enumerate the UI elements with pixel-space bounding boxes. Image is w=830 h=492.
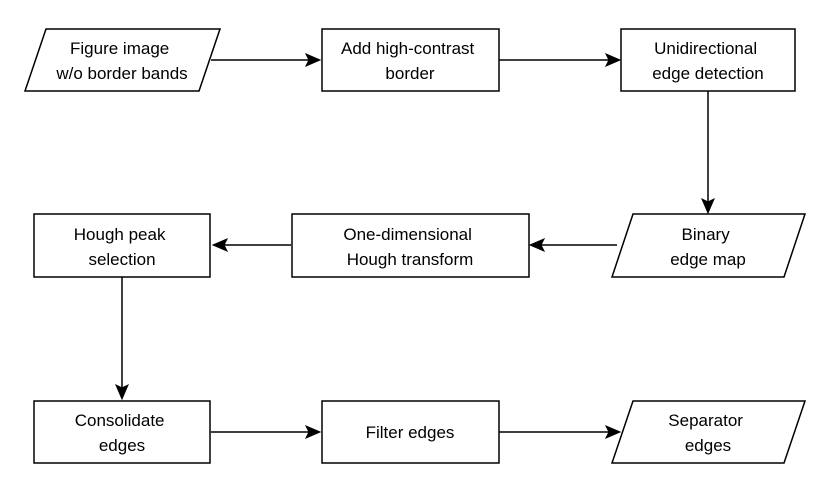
node-hough-peak: Hough peak selection [33,213,211,278]
edge-detection-to-binary-map [701,91,715,215]
edge-hough-transform-to-peak [211,238,291,252]
node-separator-edges-label: Separator edges [668,411,747,455]
node-filter-edges-label: Filter edges [366,423,455,442]
edge-border-to-detection [499,53,622,67]
node-add-border-label: Add high-contrast border [341,39,479,83]
node-filter-edges: Filter edges [321,400,500,464]
edge-consolidate-to-filter [211,425,322,439]
node-edge-detection-label: Unidirectional edge detection [652,39,764,83]
node-consolidate-edges-label: Consolidate edges [75,411,170,455]
node-edge-detection: Unidirectional edge detection [620,28,796,92]
node-figure-image: Figure image w/o border bands [23,28,222,92]
node-hough-transform: One-dimensional Hough transform [291,213,530,278]
node-binary-edge-map-label: Binary edge map [670,225,746,269]
node-consolidate-edges: Consolidate edges [33,400,211,464]
node-binary-edge-map: Binary edge map [610,213,807,278]
node-figure-image-label: Figure image w/o border bands [55,39,187,83]
edge-binary-map-to-hough-transform [528,238,617,252]
node-hough-transform-label: One-dimensional Hough transform [343,225,476,269]
node-add-border: Add high-contrast border [321,28,500,92]
node-separator-edges: Separator edges [610,400,807,464]
edge-peak-to-consolidate [115,277,129,401]
edge-figure-to-border [211,53,322,67]
edge-filter-to-separator [499,425,622,439]
node-hough-peak-label: Hough peak selection [74,225,170,269]
